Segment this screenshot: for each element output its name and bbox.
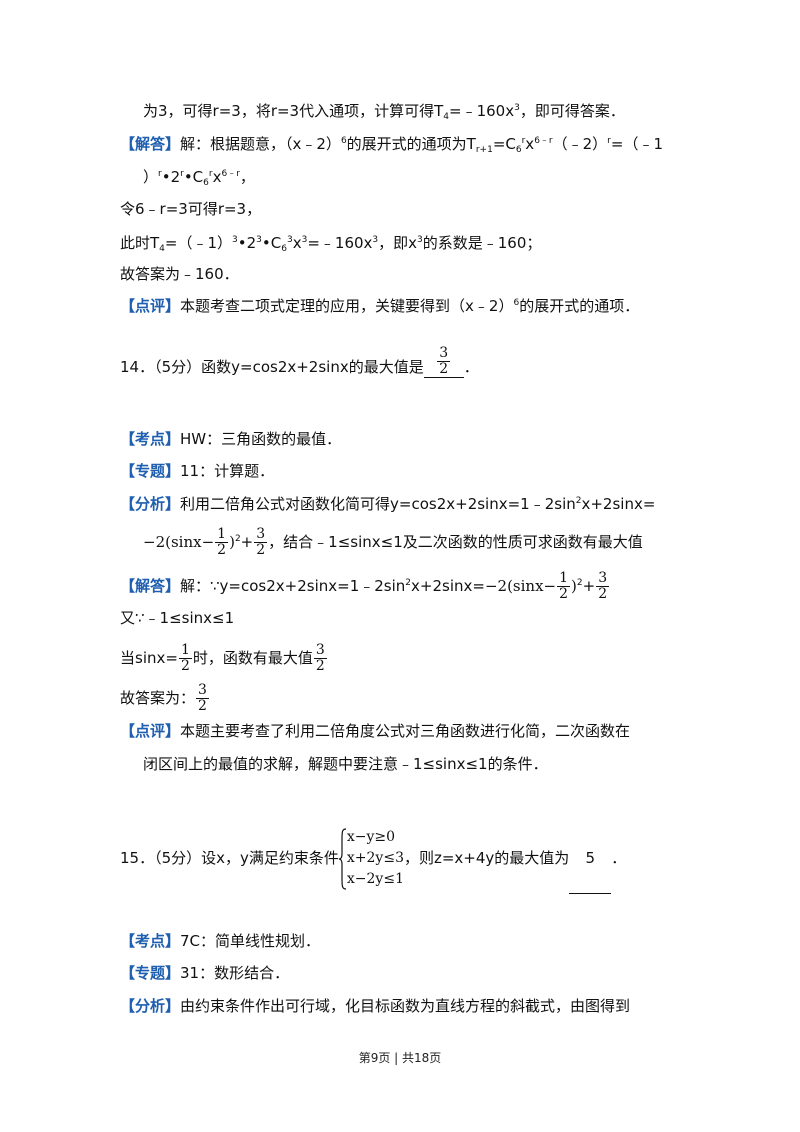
solution-tag: 【解答】 <box>120 135 181 153</box>
q13-solution-line1: 【解答】解：根据题意，（x﹣2）6的展开式的通项为Tr+1=C6rx6﹣r（﹣2… <box>120 135 663 155</box>
q13-answer-line: 故答案为﹣160． <box>120 265 239 283</box>
q13-review: 【点评】本题考查二项式定理的应用，关键要得到（x﹣2）6的展开式的通项． <box>120 297 640 315</box>
q14-review-line2: 闭区间上的最值的求解，解题中要注意﹣1≤sinx≤1的条件． <box>143 755 548 773</box>
analysis-tag: 【分析】 <box>120 495 181 513</box>
q13-solution-line3: 令6﹣r=3可得r=3， <box>120 200 262 218</box>
q14-review-line1: 【点评】本题主要考查了利用二倍角度公式对三角函数进行化简，二次函数在 <box>120 722 631 740</box>
topic-tag: 【专题】 <box>120 964 181 982</box>
knowledge-tag: 【考点】 <box>120 430 181 448</box>
q14-topic: 【专题】11：计算题． <box>120 462 275 480</box>
left-brace-icon <box>338 827 346 890</box>
q15-analysis-line1: 【分析】由约束条件作出可行域，化目标函数为直线方程的斜截式，由图得到 <box>120 997 631 1015</box>
q15-knowledge-point: 【考点】7C：简单线性规划． <box>120 932 321 950</box>
page-footer: 第9页 | 共18页 <box>358 1051 442 1065</box>
topic-tag: 【专题】 <box>120 462 181 480</box>
analysis-tag: 【分析】 <box>120 997 181 1015</box>
q15-topic: 【专题】31：数形结合． <box>120 964 290 982</box>
solution-tag: 【解答】 <box>120 577 181 595</box>
q14-solution-line2: 又∵﹣1≤sinx≤1 <box>120 609 235 627</box>
knowledge-tag: 【考点】 <box>120 932 181 950</box>
q14-knowledge-point: 【考点】HW：三角函数的最值． <box>120 430 342 448</box>
q14-analysis-line1: 【分析】利用二倍角公式对函数化简可得y=cos2x+2sinx=1﹣2sin2x… <box>120 495 656 513</box>
q14-solution-line1: 【解答】解：∵y=cos2x+2sinx=1﹣2sin2x+2sinx=−2(s… <box>120 570 610 602</box>
review-tag: 【点评】 <box>120 722 181 740</box>
q13-solution-line4: 此时T4=（﹣1）3•23•C63x3=﹣160x3，即x3的系数是﹣160； <box>120 234 542 254</box>
q15-answer-blank: 5 <box>569 823 612 894</box>
review-tag: 【点评】 <box>120 297 181 315</box>
q13-solution-line2: ）r•2r•C6rx6﹣r， <box>143 168 255 188</box>
q13-analysis-tail: 为3，可得r=3，将r=3代入通项，计算可得T4=﹣160x3，即可得答案． <box>143 102 625 122</box>
